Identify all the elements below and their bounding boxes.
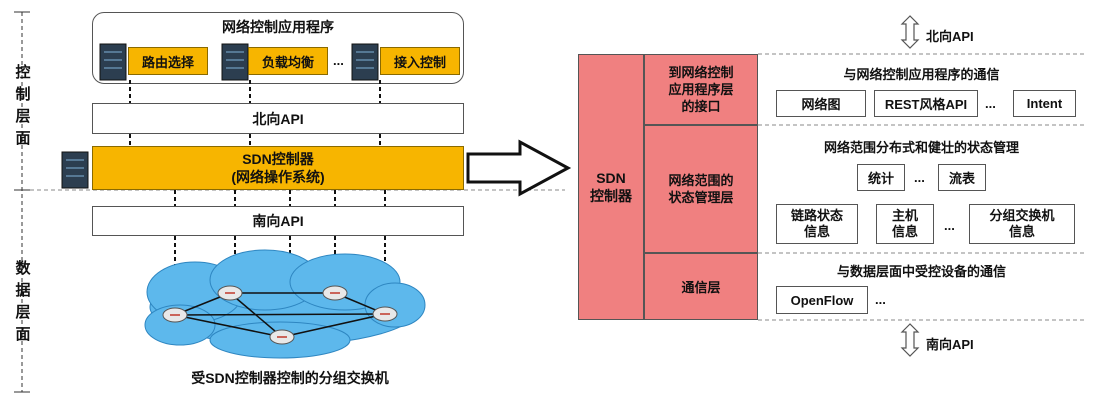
router-icon xyxy=(372,306,398,322)
item-network-graph: 网络图 xyxy=(776,90,866,117)
item-flow-table: 流表 xyxy=(938,164,986,191)
server-icon xyxy=(221,43,249,81)
data-plane-label: 数据层面 xyxy=(15,260,31,343)
item-openflow: OpenFlow xyxy=(776,286,868,314)
router-icon xyxy=(322,285,348,301)
server-icon xyxy=(99,43,127,81)
router-icon xyxy=(217,285,243,301)
right-sdn-controller: SDN 控制器 xyxy=(578,54,644,320)
app-routing: 路由选择 xyxy=(128,47,208,75)
switch-caption: 受SDN控制器控制的分组交换机 xyxy=(191,370,389,386)
layer-state-management: 网络范围的 状态管理层 xyxy=(644,125,758,253)
server-icon xyxy=(61,151,89,189)
server-icon xyxy=(351,43,379,81)
item-ellipsis: ... xyxy=(944,218,955,233)
item-ellipsis: ... xyxy=(985,96,996,111)
layer-app-interface: 到网络控制 应用程序层 的接口 xyxy=(644,54,758,125)
right-south-api: 南向API xyxy=(926,337,974,352)
layer-communication: 通信层 xyxy=(644,253,758,320)
northbound-api-bar: 北向API xyxy=(92,103,464,134)
sdn-controller-line2: (网络操作系统) xyxy=(231,169,325,185)
layer2-heading: 网络范围分布式和健壮的状态管理 xyxy=(823,140,1019,155)
item-intent: Intent xyxy=(1013,90,1076,117)
updown-arrow-icon xyxy=(900,15,920,49)
sdn-controller-box: SDN控制器 (网络操作系统) xyxy=(92,146,464,190)
control-plane-label: 控制层面 xyxy=(15,64,31,147)
app-layer-box xyxy=(92,12,464,84)
sdn-controller-line1: SDN控制器 xyxy=(242,151,314,167)
app-access-control: 接入控制 xyxy=(380,47,460,75)
updown-arrow-icon xyxy=(900,323,920,357)
layer3-heading: 与数据层面中受控设备的通信 xyxy=(836,264,1006,279)
app-layer-title: 网络控制应用程序 xyxy=(222,19,334,35)
right-north-api: 北向API xyxy=(926,29,974,44)
southbound-api-bar: 南向API xyxy=(92,206,464,236)
router-icon xyxy=(269,329,295,345)
layer1-heading: 与网络控制应用程序的通信 xyxy=(843,67,1000,82)
cloud-shape xyxy=(144,249,426,359)
item-ellipsis: ... xyxy=(875,292,886,307)
item-host-info: 主机 信息 xyxy=(876,204,934,244)
item-switch-info: 分组交换机 信息 xyxy=(969,204,1075,244)
item-rest-api: REST风格API xyxy=(874,90,978,117)
app-ellipsis: ... xyxy=(333,53,344,68)
item-link-state: 链路状态 信息 xyxy=(776,204,858,244)
router-icon xyxy=(162,307,188,323)
item-statistics: 统计 xyxy=(857,164,905,191)
app-load-balancing: 负载均衡 xyxy=(248,47,328,75)
item-ellipsis: ... xyxy=(914,170,925,185)
